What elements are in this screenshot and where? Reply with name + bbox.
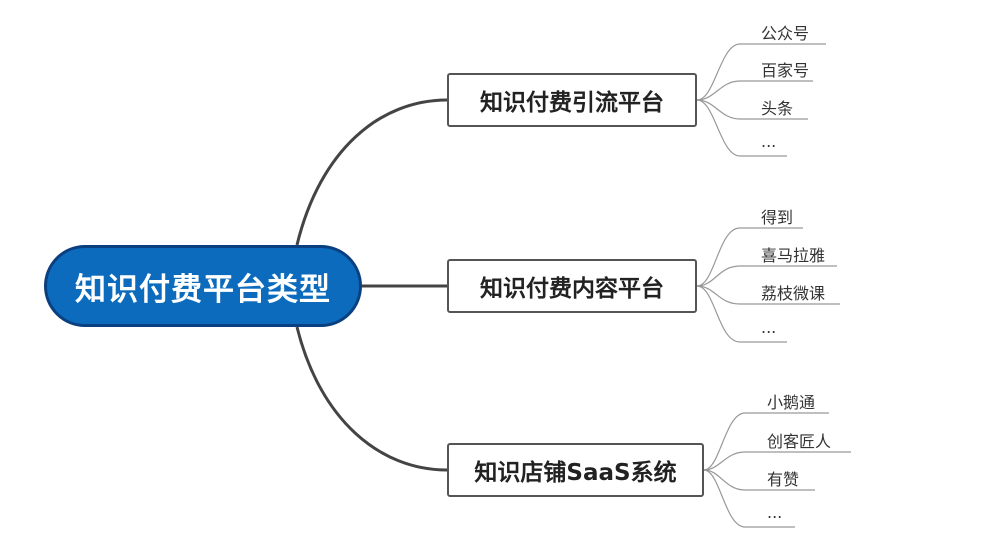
- leaf-item: ...: [761, 132, 777, 151]
- leaf-item: 小鹅通: [767, 393, 816, 412]
- leaf-item: 有赞: [767, 470, 800, 489]
- leaf-lines-branch-1: [696, 43, 826, 157]
- central-topic: 知识付费平台类型: [44, 245, 362, 327]
- leaf-item: 头条: [761, 99, 794, 118]
- leaf-lines-branch-3: [703, 412, 851, 528]
- leaf-item: 得到: [761, 208, 794, 227]
- leaf-item: 百家号: [761, 61, 810, 80]
- leaf-item: 创客匠人: [767, 432, 832, 451]
- leaf-item: 喜马拉雅: [761, 246, 826, 265]
- branch-node-3: 知识店铺SaaS系统: [447, 443, 704, 497]
- connector-branch-3: [295, 326, 448, 472]
- branch-node-1: 知识付费引流平台: [447, 73, 697, 127]
- leaf-lines-branch-2: [696, 227, 840, 343]
- leaf-item: ...: [761, 318, 777, 337]
- leaf-item: ...: [767, 503, 783, 522]
- branch-node-2: 知识付费内容平台: [447, 259, 697, 313]
- connector-branch-1: [295, 98, 448, 246]
- leaf-item: 荔枝微课: [761, 284, 826, 303]
- leaf-item: 公众号: [761, 24, 810, 43]
